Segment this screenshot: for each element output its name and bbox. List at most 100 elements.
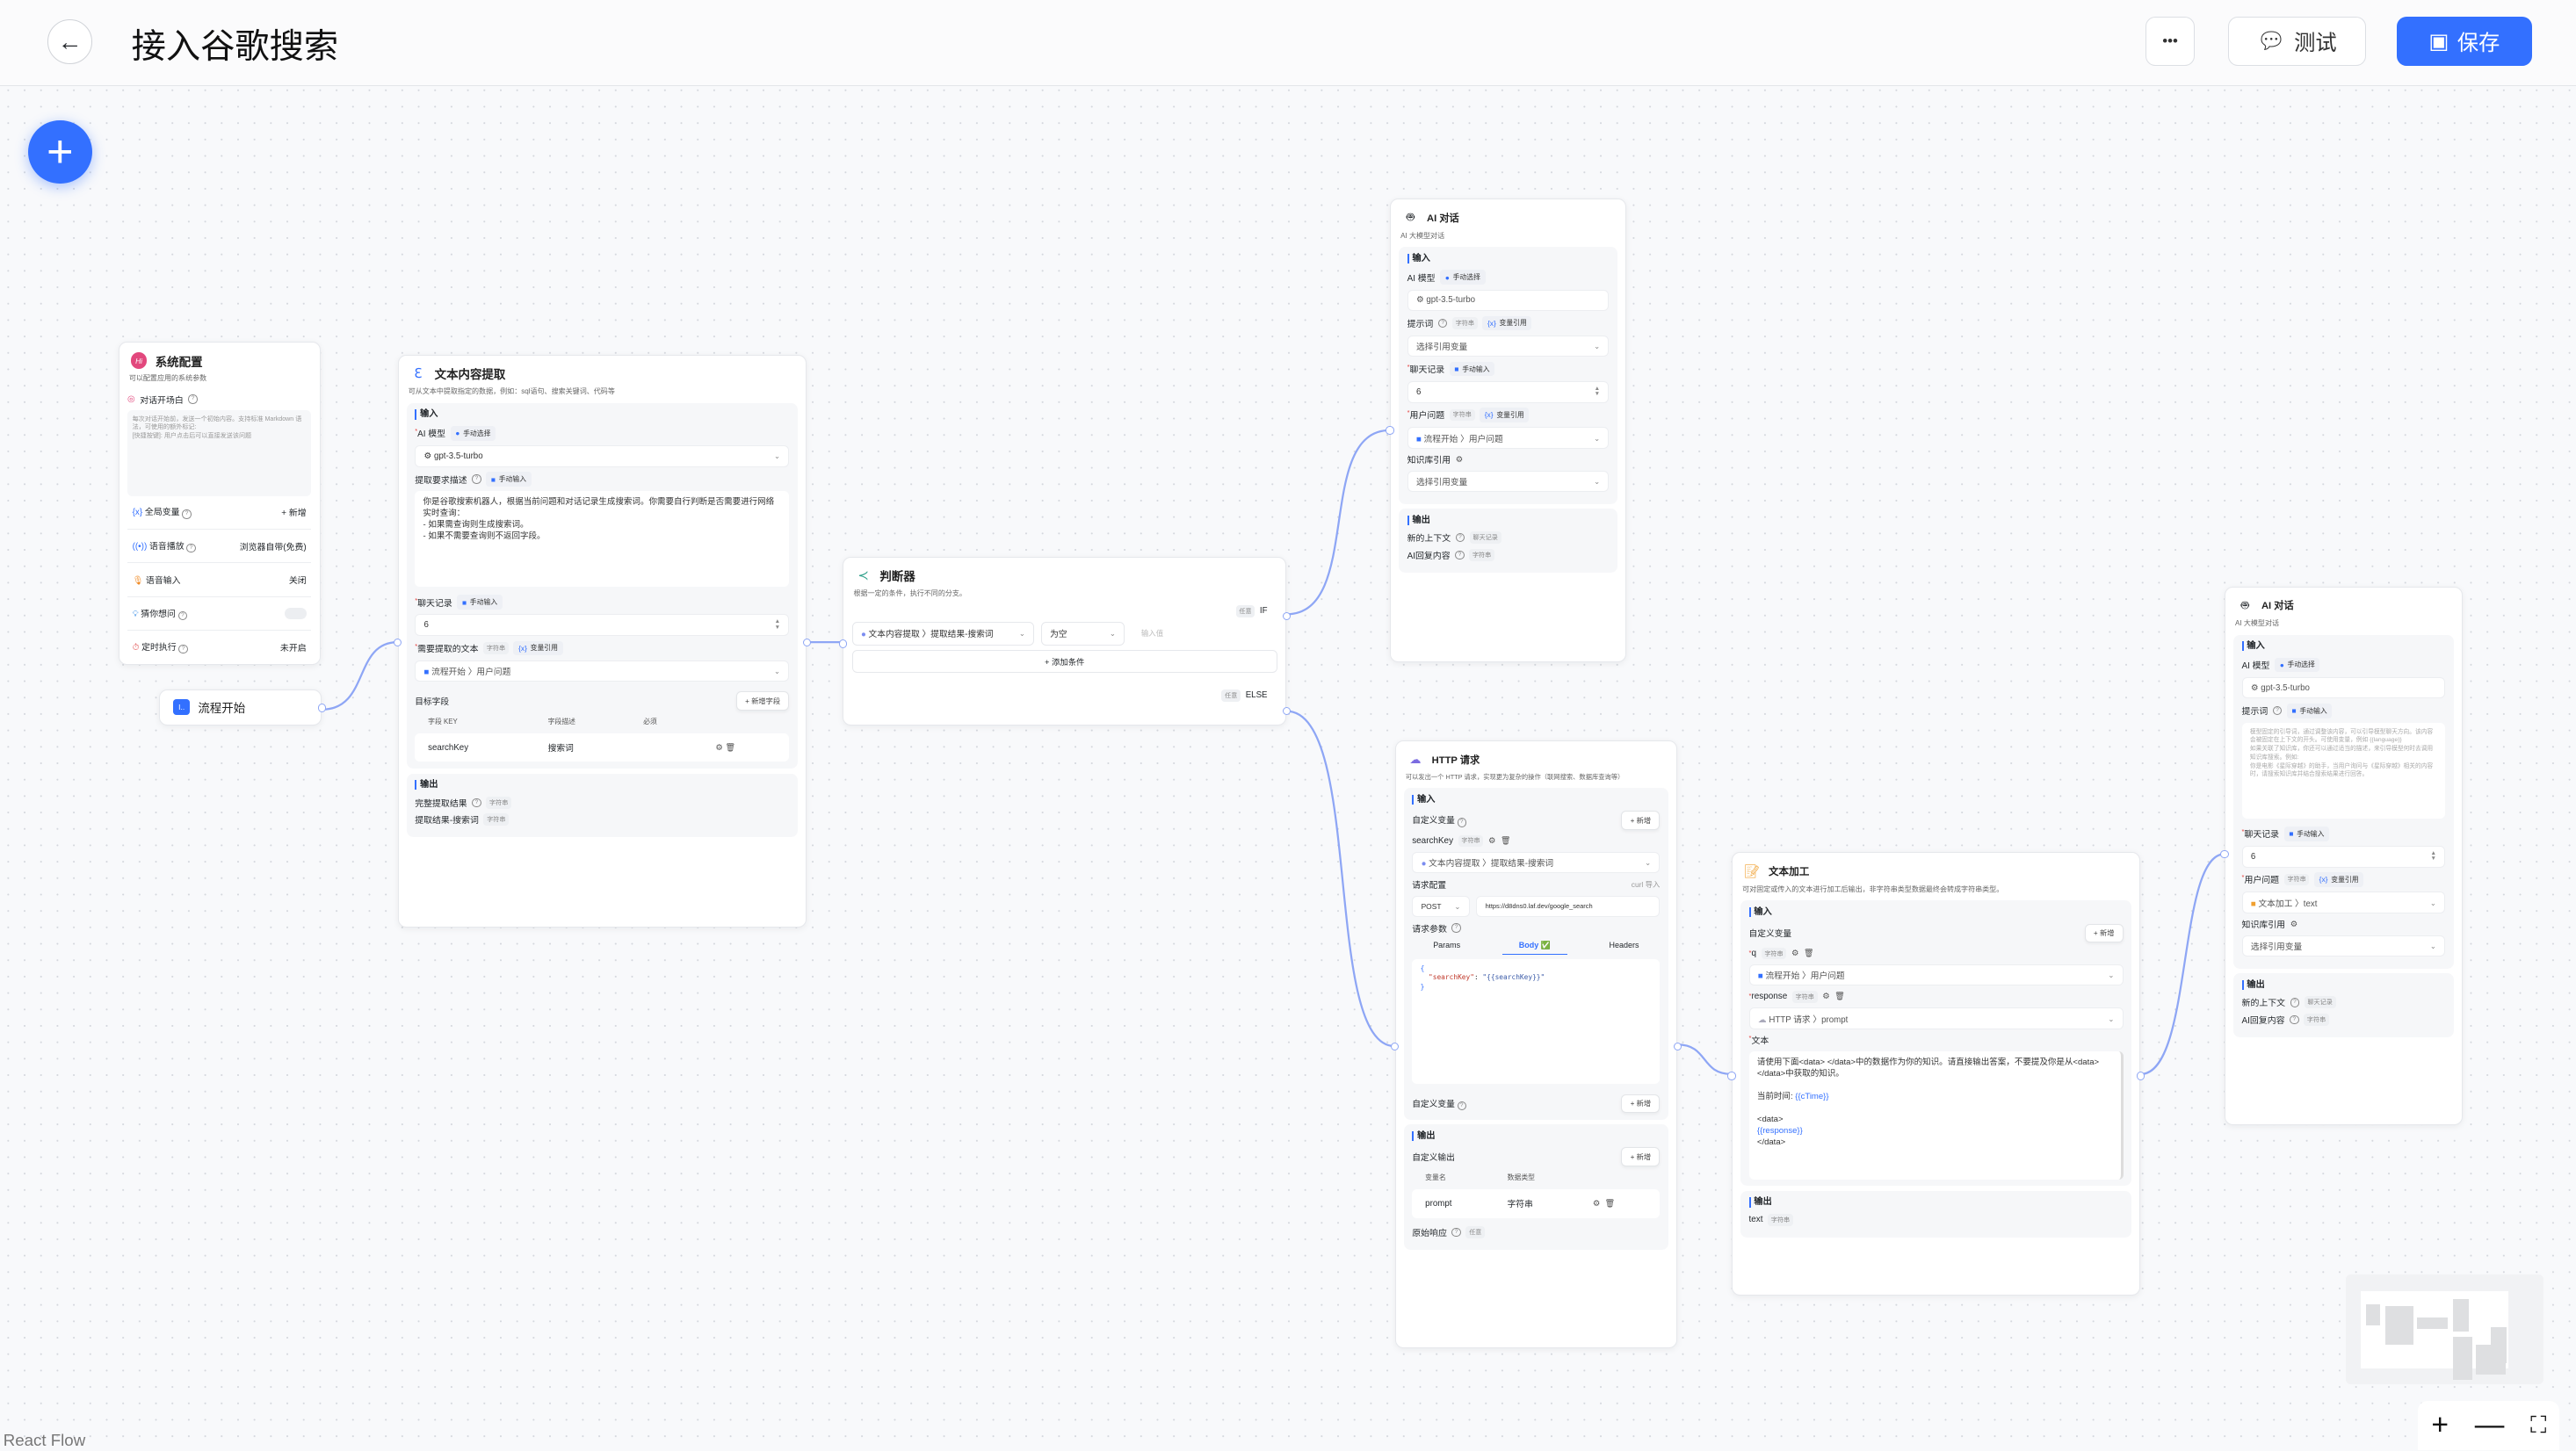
minimap[interactable] bbox=[2346, 1274, 2543, 1385]
question-select[interactable]: ■ 流程开始 〉用户问题⌄ bbox=[1407, 427, 1610, 449]
gear-icon[interactable]: ⚙ bbox=[715, 742, 723, 752]
fit-view-button[interactable]: ⛶ bbox=[2530, 1411, 2547, 1439]
edge-textedit-ai2 bbox=[2140, 853, 2225, 1076]
scheduled-run-row[interactable]: ⏱︎ 定时执行 ?未开启 bbox=[127, 631, 311, 663]
stepper-arrows-icon[interactable]: ▲▼ bbox=[774, 618, 781, 631]
history-stepper[interactable]: 6▲▼ bbox=[2241, 846, 2446, 868]
variable-reference-select[interactable]: ☁ HTTP 请求 〉prompt⌄ bbox=[1748, 1007, 2124, 1029]
curl-import-link[interactable]: curl 导入 bbox=[1631, 879, 1661, 889]
test-button[interactable]: 💬︎测试 bbox=[2227, 16, 2366, 66]
add-node-button[interactable]: + bbox=[27, 119, 92, 184]
input-handle[interactable] bbox=[1390, 1042, 1400, 1050]
knowledge-select[interactable]: 选择引用变量⌄ bbox=[2241, 935, 2446, 957]
more-button[interactable]: ••• bbox=[2145, 16, 2196, 66]
tab-headers[interactable]: Headers bbox=[1609, 941, 1639, 950]
react-flow-attribution[interactable]: React Flow bbox=[3, 1430, 86, 1449]
trash-icon[interactable]: 🗑︎ bbox=[1500, 835, 1511, 845]
mode-chip[interactable]: {x}变量引用 bbox=[513, 640, 563, 656]
zoom-out-button[interactable]: — bbox=[2474, 1409, 2505, 1442]
method-select[interactable]: POST⌄ bbox=[1412, 895, 1470, 917]
voice-input-row[interactable]: 🎙︎ 语音输入关闭 bbox=[127, 563, 312, 597]
back-button[interactable]: ← bbox=[47, 19, 92, 65]
model-select[interactable]: ⚙ gpt-3.5-turbo bbox=[1407, 289, 1610, 312]
if-output-handle[interactable] bbox=[1282, 611, 1291, 620]
mode-chip[interactable]: ●手动选择 bbox=[2275, 657, 2320, 673]
mode-chip[interactable]: ●手动选择 bbox=[450, 426, 496, 441]
variable-reference-select[interactable]: ■ 流程开始 〉用户问题⌄ bbox=[1748, 964, 2124, 986]
gear-icon[interactable]: ⚙ bbox=[1822, 992, 1830, 1001]
node-ai-chat-2[interactable]: 🤖︎AI 对话 AI 大模型对话 输入 AI 模型●手动选择 ⚙ gpt-3.5… bbox=[2220, 586, 2463, 1125]
toggle-switch[interactable] bbox=[285, 607, 307, 619]
output-handle[interactable] bbox=[1673, 1042, 1682, 1050]
input-handle[interactable] bbox=[838, 639, 847, 648]
output-handle[interactable] bbox=[802, 638, 811, 646]
input-handle[interactable] bbox=[1727, 1072, 1736, 1080]
mode-chip[interactable]: {x}变量引用 bbox=[2314, 872, 2364, 887]
mode-chip[interactable]: ●手动选择 bbox=[1440, 270, 1486, 285]
add-condition-button[interactable]: + 添加条件 bbox=[851, 650, 1277, 674]
body-editor[interactable]: { "searchKey": "{{searchKey}}"} bbox=[1412, 959, 1661, 1085]
question-select[interactable]: ■ 文本加工 〉text⌄ bbox=[2241, 892, 2446, 913]
text-template-editor[interactable]: 请使用下面<data> </data>中的数据作为你的知识。请直接输出答案，不要… bbox=[1748, 1051, 2124, 1180]
node-text-edit[interactable]: 📝︎文本加工 可对固定或传入的文本进行加工后输出，非字符串类型数据最终会转成字符… bbox=[1727, 852, 2145, 1296]
stepper-arrows-icon[interactable]: ▲▼ bbox=[2430, 849, 2436, 863]
gear-icon[interactable]: ⚙ bbox=[1791, 949, 1799, 958]
tts-row[interactable]: ((•)) 语音播放 ?浏览器自带(免费) bbox=[127, 530, 312, 564]
mode-chip[interactable]: ■手动输入 bbox=[2283, 826, 2330, 841]
global-variables-row[interactable]: {x} 全局变量 ?+ 新增 bbox=[127, 496, 312, 530]
history-stepper[interactable]: 6▲▼ bbox=[1407, 381, 1610, 403]
node-start[interactable]: I..流程开始 bbox=[159, 689, 327, 726]
trash-icon[interactable]: 🗑︎ bbox=[1834, 992, 1846, 1001]
mode-chip[interactable]: {x}变量引用 bbox=[1480, 408, 1530, 422]
mode-chip[interactable]: ■手动输入 bbox=[2286, 703, 2333, 718]
input-handle[interactable] bbox=[1386, 426, 1394, 435]
trash-icon[interactable]: 🗑︎ bbox=[725, 742, 736, 752]
model-select[interactable]: ⚙ gpt-3.5-turbo⌄ bbox=[415, 445, 790, 467]
knowledge-select[interactable]: 选择引用变量⌄ bbox=[1407, 471, 1610, 493]
gear-icon[interactable]: ⚙ bbox=[1592, 1198, 1601, 1208]
output-handle[interactable] bbox=[317, 704, 327, 712]
mode-chip[interactable]: ■手动输入 bbox=[457, 595, 503, 610]
add-field-button[interactable]: + 新增字段 bbox=[735, 691, 790, 711]
stepper-arrows-icon[interactable]: ▲▼ bbox=[1594, 385, 1601, 398]
welcome-textarea[interactable]: 每次对话开始前，发送一个初始内容。支持标准 Markdown 语法，可使用的额外… bbox=[127, 410, 312, 496]
node-http-request[interactable]: ☁HTTP 请求 可以发出一个 HTTP 请求，实现更为复杂的操作（联网搜索、数… bbox=[1390, 740, 1682, 1349]
output-handle[interactable] bbox=[2136, 1072, 2145, 1080]
add-output-button[interactable]: + 新增 bbox=[1621, 1147, 1661, 1166]
add-variable-button[interactable]: + 新增 bbox=[1621, 811, 1661, 830]
input-handle[interactable] bbox=[393, 638, 402, 646]
prompt-textarea[interactable]: 模型固定的引导词，通过调整该内容，可以引导模型聊天方向。该内容会被固定在上下文的… bbox=[2241, 723, 2446, 819]
add-variable-button[interactable]: + 新增 bbox=[2084, 923, 2124, 943]
zoom-in-button[interactable]: + bbox=[2431, 1409, 2449, 1442]
condition-variable-select[interactable]: ● 文本内容提取 〉提取结果-搜索词⌄ bbox=[851, 622, 1035, 646]
prompt-select[interactable]: 选择引用变量⌄ bbox=[1407, 335, 1610, 357]
url-input[interactable]: https://d8dns0.laf.dev/google_search bbox=[1476, 895, 1661, 917]
gear-icon[interactable]: ⚙ bbox=[1455, 454, 1464, 464]
tab-body[interactable]: Body ✅ bbox=[1502, 941, 1567, 955]
description-textarea[interactable]: 你是谷歌搜索机器人，根据当前问题和对话记录生成搜索词。你需要自行判断是否需要进行… bbox=[415, 491, 790, 587]
gear-icon[interactable]: ⚙ bbox=[2290, 919, 2298, 928]
add-variable-button[interactable]: + 新增 bbox=[281, 509, 307, 519]
mode-chip[interactable]: ■手动输入 bbox=[486, 472, 532, 487]
condition-value-input[interactable]: 输入值 bbox=[1140, 629, 1164, 639]
help-icon: ? bbox=[1451, 1227, 1461, 1238]
tab-params[interactable]: Params bbox=[1433, 941, 1461, 950]
model-select[interactable]: ⚙ gpt-3.5-turbo bbox=[2241, 676, 2446, 699]
mode-chip[interactable]: {x}变量引用 bbox=[1482, 315, 1532, 331]
condition-operator-select[interactable]: 为空⌄ bbox=[1040, 622, 1125, 646]
text-reference-select[interactable]: ■ 流程开始 〉用户问题⌄ bbox=[415, 660, 790, 682]
variable-reference-select[interactable]: ● 文本内容提取 〉提取结果-搜索词⌄ bbox=[1412, 851, 1661, 874]
trash-icon[interactable]: 🗑︎ bbox=[1604, 1198, 1616, 1208]
else-output-handle[interactable] bbox=[1282, 707, 1291, 716]
trash-icon[interactable]: 🗑︎ bbox=[1803, 949, 1814, 958]
input-handle[interactable] bbox=[2220, 849, 2229, 859]
mode-chip[interactable]: ■手动输入 bbox=[1449, 361, 1495, 377]
node-ai-chat-1[interactable]: 🤖︎AI 对话 AI 大模型对话 输入 AI 模型●手动选择 ⚙ gpt-3.5… bbox=[1386, 199, 1627, 662]
save-button[interactable]: ▣保存 bbox=[2397, 16, 2532, 66]
add-variable-button[interactable]: + 新增 bbox=[1621, 1094, 1661, 1114]
history-stepper[interactable]: 6▲▼ bbox=[415, 614, 790, 636]
gear-icon[interactable]: ⚙ bbox=[1488, 835, 1496, 845]
